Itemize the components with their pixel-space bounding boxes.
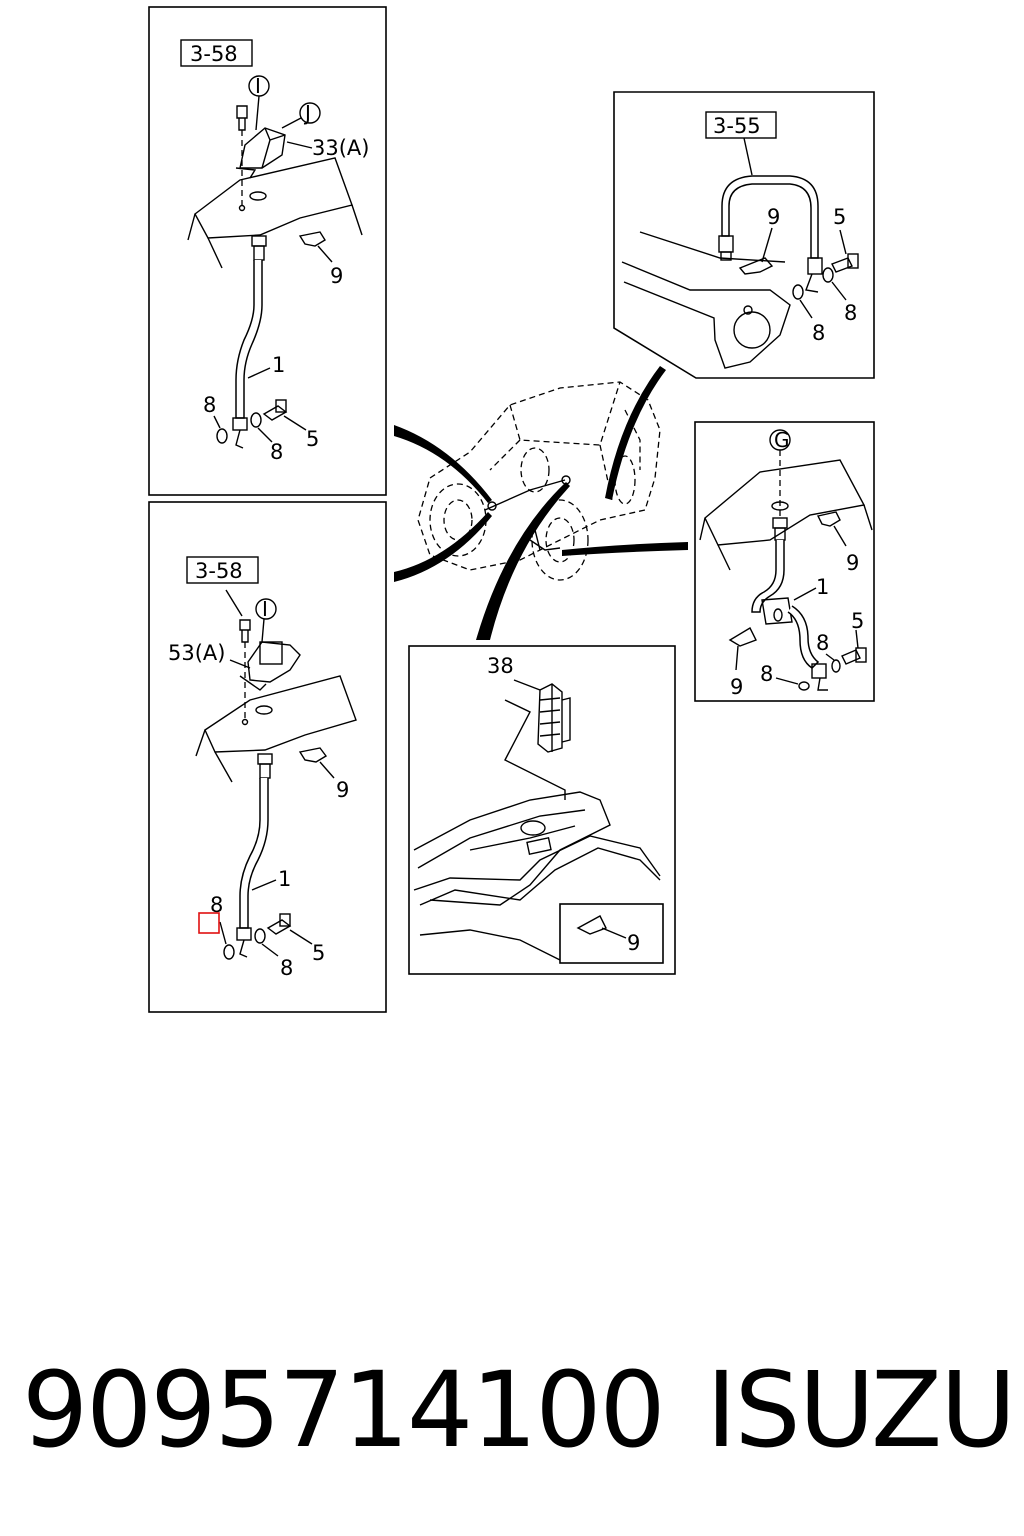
panel-frame — [148, 501, 387, 1013]
washer-b-label: 8 — [760, 662, 773, 686]
washer-b-label: 8 — [844, 301, 857, 325]
vehicle-illustration — [417, 381, 661, 581]
ref-label: 3-55 — [713, 114, 761, 138]
washer-left-label: 8 — [203, 393, 216, 417]
ref-box — [186, 556, 259, 584]
callout-i: I — [262, 597, 268, 621]
panel-bottom-center: 38 9 — [408, 645, 676, 975]
clip-label: 9 — [330, 264, 343, 288]
hose-label: 1 — [278, 867, 291, 891]
hose-label: 1 — [272, 353, 285, 377]
clip-label: 9 — [627, 931, 640, 955]
bolt-label: 5 — [312, 941, 325, 965]
washer-a-label: 8 — [812, 321, 825, 345]
panel-bottom-left: 3-58 I 53(A) 9 1 8 — [148, 501, 387, 1013]
callout-i: I — [255, 74, 261, 98]
callout-j: J — [303, 101, 311, 125]
ref-box — [180, 39, 253, 67]
ref-box — [705, 111, 777, 139]
panel-middle-right: G 9 1 5 8 8 9 — [694, 421, 875, 702]
washer-left-label: 8 — [210, 893, 223, 917]
bracket-label: 33(A) — [312, 136, 369, 160]
panel-frame — [613, 91, 875, 379]
panel-frame — [148, 6, 387, 496]
ref-label: 3-58 — [195, 559, 243, 583]
panel-top-right: 3-55 9 5 8 8 — [613, 91, 875, 379]
washer-right-label: 8 — [270, 440, 283, 464]
washer-right-label: 8 — [280, 956, 293, 980]
clip-label: 9 — [767, 205, 780, 229]
washer-a-label: 8 — [816, 631, 829, 655]
hose-label: 1 — [816, 575, 829, 599]
bolt-label: 5 — [306, 427, 319, 451]
bolt-label: 5 — [833, 205, 846, 229]
clip-label: 9 — [336, 778, 349, 802]
clip-left-label: 9 — [730, 675, 743, 699]
brand-name: ISUZU — [706, 1349, 1016, 1471]
footer: 9095714100 ISUZU — [0, 1350, 1024, 1470]
clip-right-label: 9 — [846, 551, 859, 575]
callout-i-circle — [255, 598, 277, 620]
junction-label: 38 — [487, 654, 514, 678]
panel-top-left: 3-58 I J 33(A) 9 1 — [148, 6, 387, 496]
callout-j-circle — [299, 102, 321, 124]
part-number: 9095714100 — [22, 1349, 666, 1471]
clip-inset — [559, 903, 664, 964]
highlight-marker[interactable] — [198, 912, 220, 934]
ref-label: 3-58 — [190, 42, 238, 66]
bolt-label: 5 — [851, 609, 864, 633]
callout-g: G — [774, 428, 790, 452]
bracket-label: 53(A) — [168, 641, 225, 665]
